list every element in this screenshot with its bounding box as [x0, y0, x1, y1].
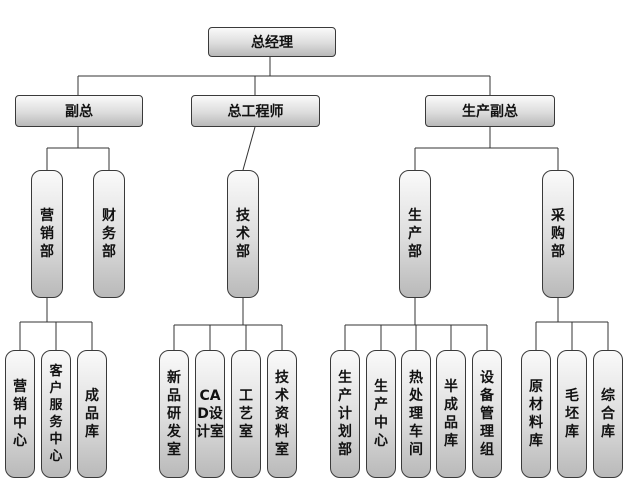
node-label: 总经理 [251, 35, 293, 51]
node-tech-dept: 技术部 [227, 170, 259, 298]
node-label: 新品研发室 [167, 370, 181, 458]
node-label: 副总 [65, 104, 93, 120]
node-process-room: 工艺室 [231, 350, 261, 478]
node-finished-goods: 成品库 [77, 350, 107, 478]
node-production-vp: 生产副总 [425, 95, 555, 127]
node-label: 生产中心 [374, 379, 388, 449]
node-label: 成品库 [85, 388, 99, 440]
node-label: 工艺室 [239, 388, 253, 440]
node-semi-finished: 半成品库 [436, 350, 466, 478]
node-cad-design: CAD设计室 [195, 350, 225, 478]
node-raw-materials: 原材料库 [521, 350, 551, 478]
node-chief-engineer: 总工程师 [191, 95, 320, 127]
node-label: 营销中心 [13, 379, 27, 449]
node-label: 技术资料室 [275, 370, 289, 458]
node-label: 营销部 [40, 208, 54, 260]
node-label: 半成品库 [444, 379, 458, 449]
node-label: CAD设计室 [196, 388, 224, 440]
node-new-product-lab: 新品研发室 [159, 350, 189, 478]
node-vice-general: 副总 [15, 95, 143, 127]
node-label: 技术部 [236, 208, 250, 260]
node-general-manager: 总经理 [208, 27, 336, 57]
node-label: 综合库 [601, 388, 615, 440]
node-label: 总工程师 [227, 104, 284, 120]
node-label: 设备管理组 [480, 370, 494, 458]
node-purchase-dept: 采购部 [542, 170, 574, 298]
node-sales-dept: 营销部 [31, 170, 63, 298]
node-tech-archive: 技术资料室 [267, 350, 297, 478]
node-blank-stock: 毛坯库 [557, 350, 587, 478]
node-label: 热处理车间 [409, 370, 423, 458]
node-label: 客户服务中心 [49, 364, 63, 464]
node-sales-center: 营销中心 [5, 350, 35, 478]
node-heat-treatment: 热处理车间 [401, 350, 431, 478]
node-label: 财务部 [102, 208, 116, 260]
node-finance-dept: 财务部 [93, 170, 125, 298]
node-label: 采购部 [551, 208, 565, 260]
node-equipment-mgmt: 设备管理组 [472, 350, 502, 478]
node-production-center: 生产中心 [366, 350, 396, 478]
node-label: 生产计划部 [338, 370, 352, 458]
node-label: 生产部 [408, 208, 422, 260]
node-label: 生产副总 [462, 104, 518, 120]
node-production-planning: 生产计划部 [330, 350, 360, 478]
node-production-dept: 生产部 [399, 170, 431, 298]
node-label: 原材料库 [529, 379, 543, 449]
node-general-warehouse: 综合库 [593, 350, 623, 478]
node-label: 毛坯库 [565, 388, 579, 440]
node-customer-service: 客户服务中心 [41, 350, 71, 478]
